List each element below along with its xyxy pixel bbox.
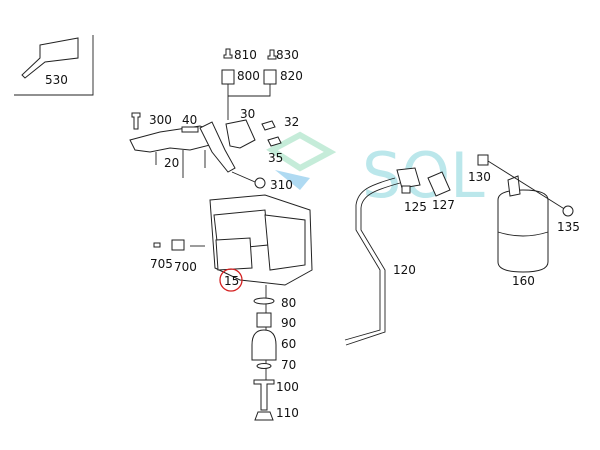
watermark-logo: SOL bbox=[266, 131, 485, 212]
label-127: 127 bbox=[432, 198, 455, 212]
part-530-inset bbox=[14, 35, 94, 96]
label-310: 310 bbox=[270, 178, 293, 192]
label-30: 30 bbox=[240, 107, 255, 121]
label-700: 700 bbox=[174, 260, 197, 274]
label-70: 70 bbox=[281, 358, 296, 372]
label-830: 830 bbox=[276, 48, 299, 62]
label-120: 120 bbox=[393, 263, 416, 277]
label-705: 705 bbox=[150, 257, 173, 271]
connectors-group bbox=[221, 48, 277, 120]
label-135: 135 bbox=[557, 220, 580, 234]
compressor-assembly bbox=[153, 194, 313, 286]
label-820: 820 bbox=[280, 69, 303, 83]
label-60: 60 bbox=[281, 337, 296, 351]
label-20: 20 bbox=[164, 156, 179, 170]
label-530: 530 bbox=[45, 73, 68, 87]
label-130: 130 bbox=[468, 170, 491, 184]
air-reservoir bbox=[477, 154, 574, 273]
label-810: 810 bbox=[234, 48, 257, 62]
air-line-120 bbox=[344, 167, 451, 346]
label-800: 800 bbox=[237, 69, 260, 83]
label-110: 110 bbox=[276, 406, 299, 420]
label-80: 80 bbox=[281, 296, 296, 310]
label-100: 100 bbox=[276, 380, 299, 394]
highlight-circle-15 bbox=[219, 268, 243, 292]
label-40: 40 bbox=[182, 113, 197, 127]
label-160: 160 bbox=[512, 274, 535, 288]
bracket-assembly bbox=[129, 112, 282, 189]
watermark-text: SOL bbox=[362, 139, 485, 212]
label-35: 35 bbox=[268, 151, 283, 165]
label-90: 90 bbox=[281, 316, 296, 330]
mount-stack bbox=[251, 285, 277, 421]
label-32: 32 bbox=[284, 115, 299, 129]
label-300: 300 bbox=[149, 113, 172, 127]
label-125: 125 bbox=[404, 200, 427, 214]
label-15: 15 bbox=[224, 274, 239, 288]
